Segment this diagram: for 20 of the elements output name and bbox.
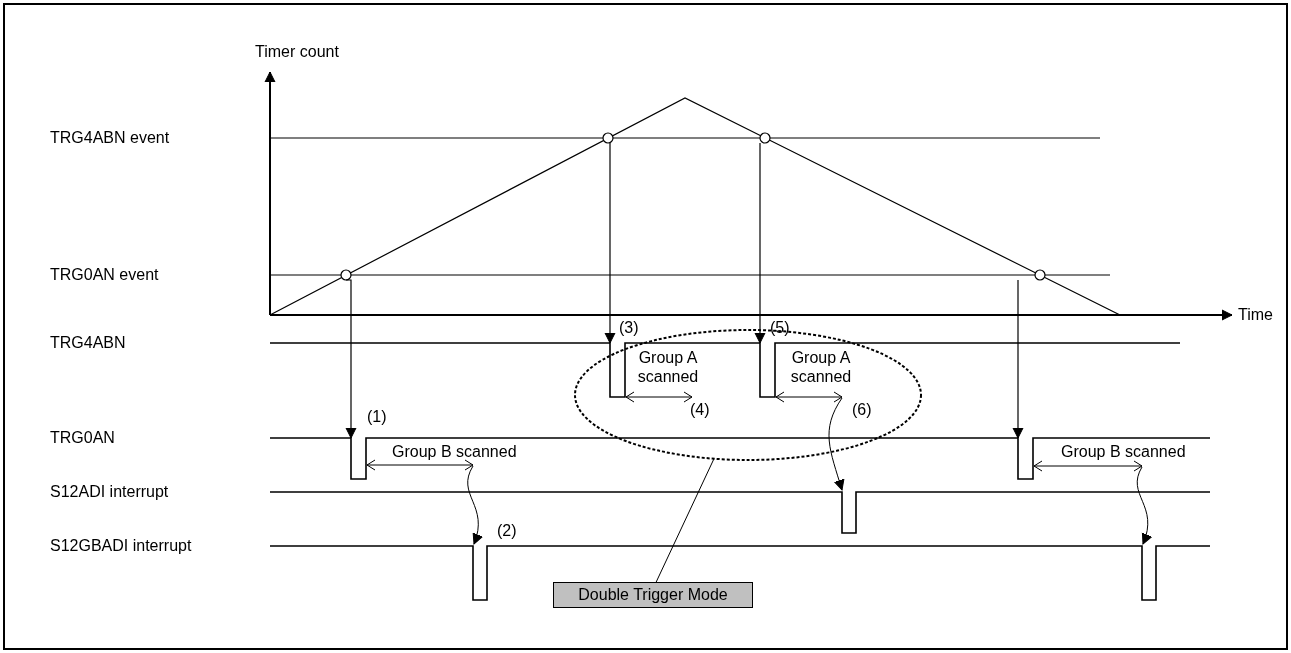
callout-number: (3) (619, 318, 639, 337)
level-label: TRG4ABN event (50, 128, 170, 147)
level-label: TRG0AN event (50, 265, 159, 284)
callout-number: (4) (690, 400, 710, 419)
callout-number: (2) (497, 521, 517, 540)
annotation: Group B scanned (392, 442, 517, 461)
signal-name: S12ADI interrupt (50, 482, 169, 501)
signal-name: TRG4ABN (50, 333, 126, 352)
signal-name: S12GBADI interrupt (50, 536, 192, 555)
callout-box: Double Trigger Mode (553, 582, 753, 608)
callout-number: (1) (367, 407, 387, 426)
callout-number: (6) (852, 400, 872, 419)
annotation: Group B scanned (1061, 442, 1186, 461)
annotation: Group A scanned (789, 348, 853, 386)
axis-title: Time (1238, 305, 1273, 324)
annotation: Group A scanned (636, 348, 700, 386)
signal-name: TRG0AN (50, 428, 115, 447)
leader-line (655, 458, 715, 583)
callout-number: (5) (770, 318, 790, 337)
axis-title: Timer count (255, 42, 339, 61)
